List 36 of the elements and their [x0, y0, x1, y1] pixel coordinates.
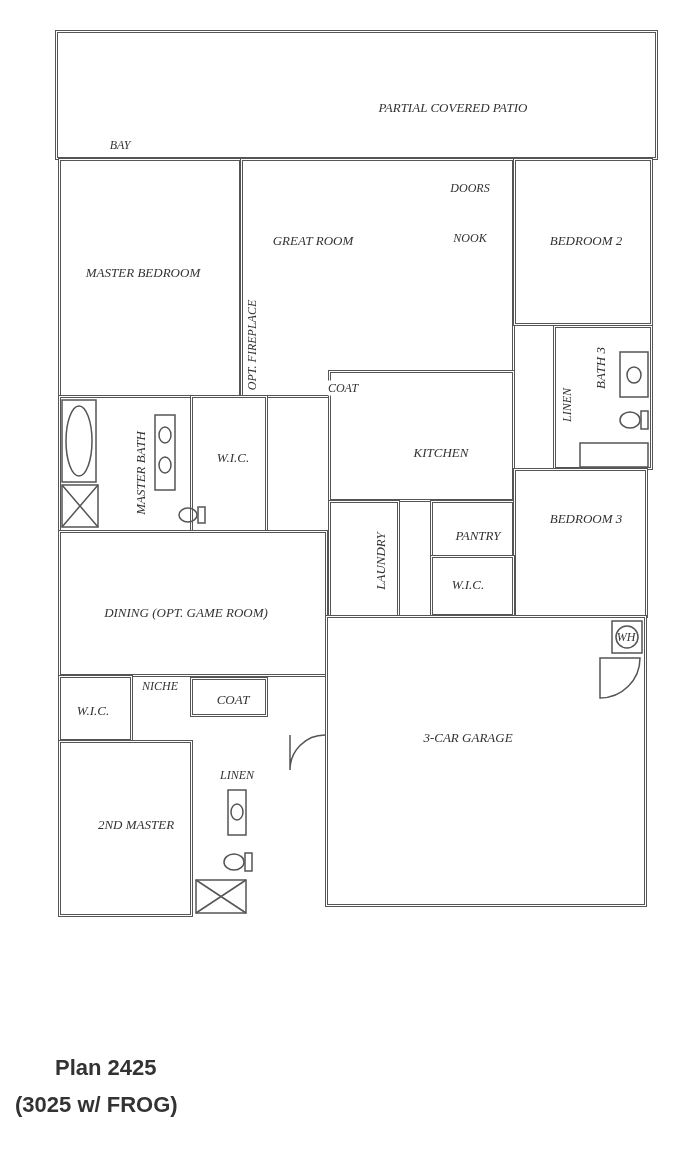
room-outline: [328, 370, 515, 502]
room-outline: [430, 555, 515, 617]
room-label: COAT: [216, 692, 250, 708]
room-outline: [55, 30, 658, 160]
room-outline: [190, 395, 268, 533]
room-label: W.I.C.: [451, 577, 485, 593]
room-outline: [328, 500, 400, 618]
room-label: PARTIAL COVERED PATIO: [378, 100, 528, 116]
room-label: BEDROOM 3: [549, 511, 623, 527]
room-label: 3-CAR GARAGE: [423, 730, 513, 746]
room-outline: [240, 158, 515, 398]
room-label: BATH 3: [593, 347, 609, 389]
room-label: W.I.C.: [216, 450, 250, 466]
room-outline: [513, 158, 653, 326]
room-label: LAUNDRY: [373, 532, 389, 590]
room-outline: [58, 740, 193, 917]
room-outline: [190, 677, 268, 717]
room-outline: [430, 500, 515, 558]
room-label: MASTER BATH: [133, 431, 149, 515]
room-label: MASTER BEDROOM: [85, 265, 201, 281]
room-outline: [58, 675, 133, 742]
room-label: BEDROOM 2: [549, 233, 623, 249]
room-outline: [513, 468, 648, 618]
room-label: COAT: [327, 380, 359, 396]
room-label: 2ND MASTER: [97, 817, 175, 833]
room-label: DINING (OPT. GAME ROOM): [104, 605, 268, 621]
room-outline: [325, 615, 647, 907]
room-outline: [553, 325, 653, 470]
room-label: KITCHEN: [413, 445, 469, 461]
room-outline: [58, 530, 328, 677]
room-outline: [58, 158, 242, 398]
room-label: PANTRY: [455, 528, 501, 544]
room-label: W.I.C.: [76, 703, 110, 719]
plan-caption: (3025 w/ FROG): [15, 1092, 178, 1118]
room-label: GREAT ROOM: [272, 233, 354, 249]
plan-title: Plan 2425: [55, 1055, 157, 1081]
